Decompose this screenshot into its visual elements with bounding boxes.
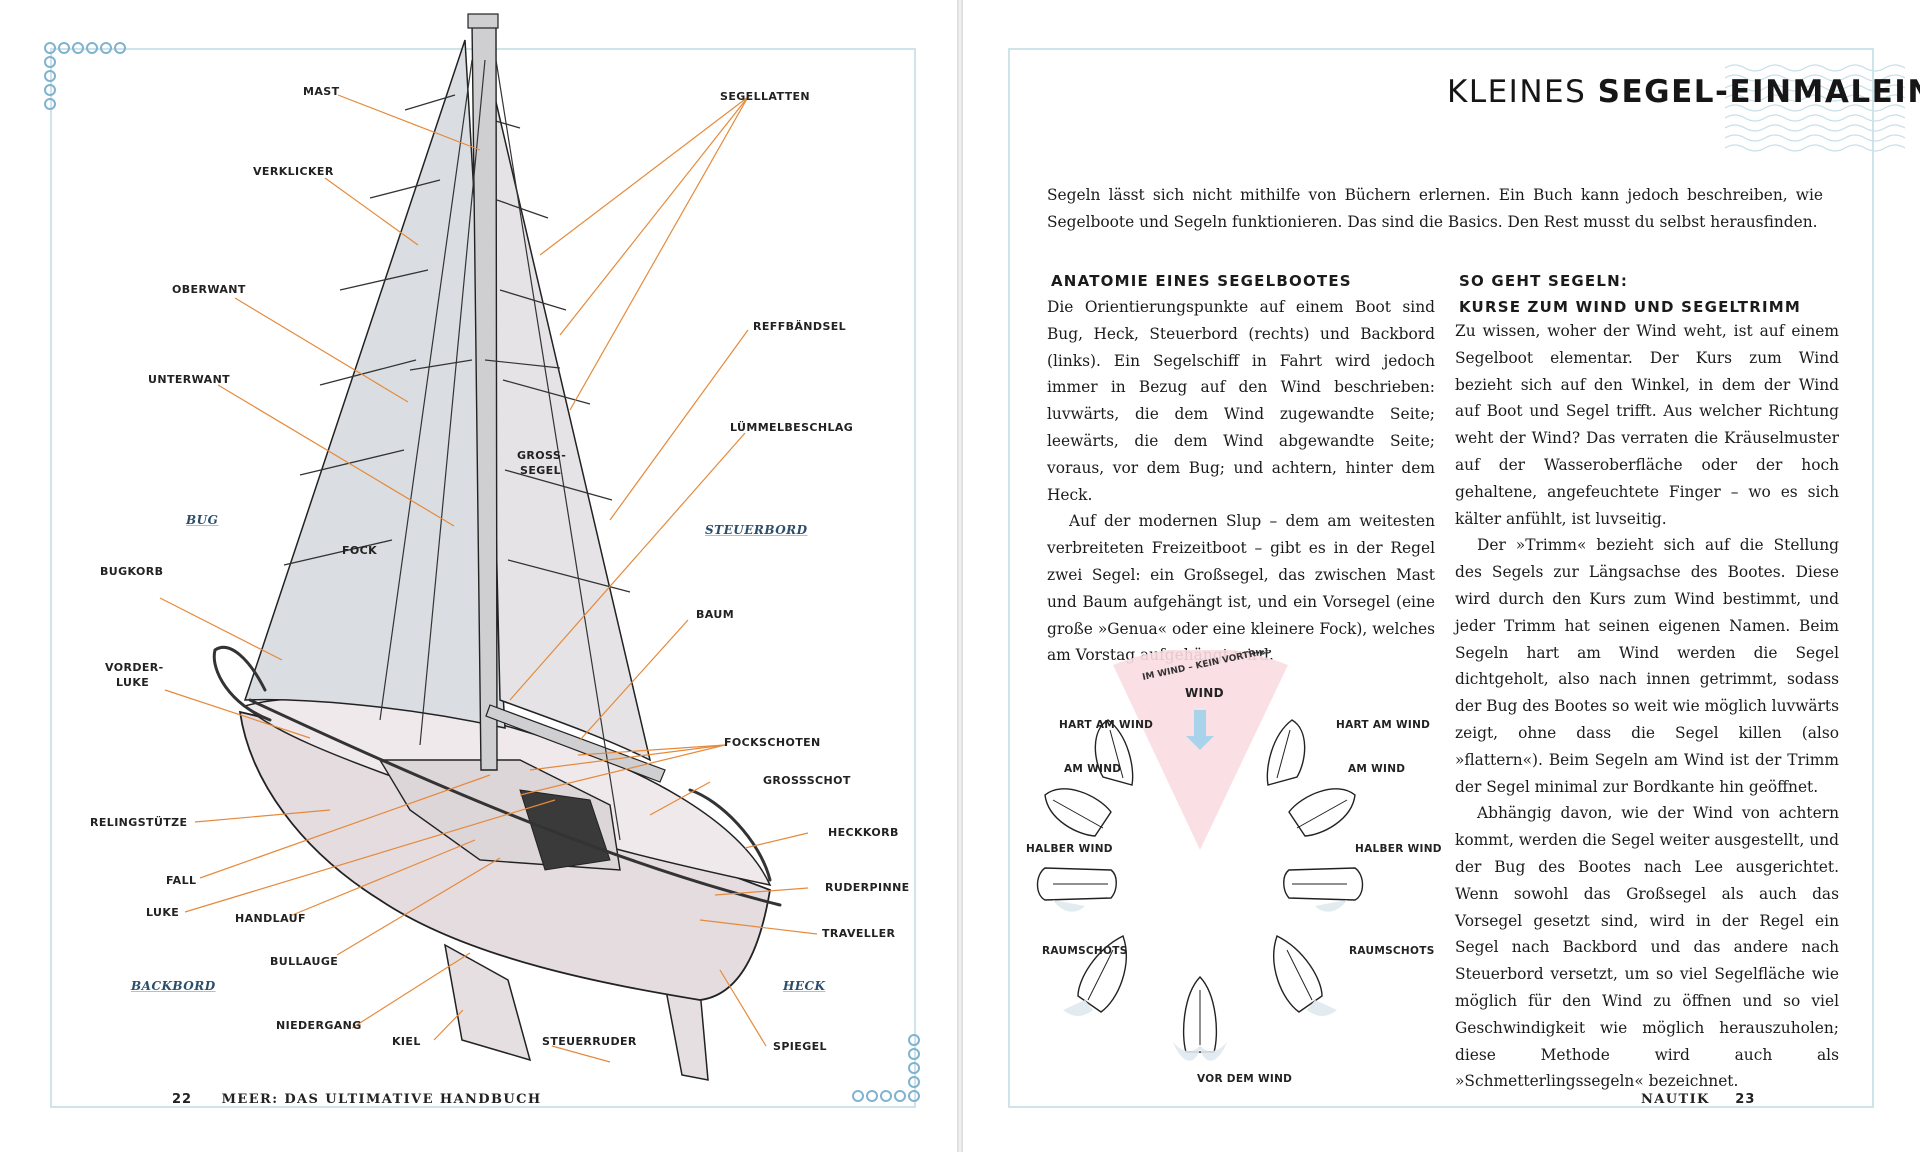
wind-course-diagram: IM WIND – KEIN VORTRIEB	[1036, 650, 1364, 1061]
label-baum: BAUM	[696, 608, 735, 621]
direction-steuerbord: STEUERBORD	[705, 523, 808, 537]
label-grosssegel-line1: GROSS-	[517, 449, 567, 462]
label-verklicker: VERKLICKER	[253, 165, 334, 178]
label-halber-wind-right: HALBER WIND	[1355, 843, 1442, 855]
label-fockschoten: FOCKSCHOTEN	[724, 736, 821, 749]
jib-sail	[243, 39, 506, 729]
label-segellatten: SEGELLATTEN	[720, 90, 811, 103]
label-handlauf: HANDLAUF	[235, 912, 306, 925]
label-bullauge: BULLAUGE	[270, 955, 339, 968]
label-relingstuetze: RELINGSTÜTZE	[90, 816, 188, 829]
left-page: MAST VERKLICKER OBERWANT UNTERWANT BUG B…	[0, 0, 957, 1152]
label-wind: WIND	[1185, 686, 1224, 700]
label-ruderpinne: RUDERPINNE	[825, 881, 910, 894]
page-frame	[1008, 48, 1874, 1108]
label-am-wind-right: AM WIND	[1348, 763, 1406, 775]
col2-body: Zu wissen, woher der Wind weht, ist auf …	[1455, 318, 1839, 1095]
label-unterwant: UNTERWANT	[148, 373, 231, 386]
label-vorderluke-line1: VORDER-	[105, 661, 164, 674]
col1-paragraph-2: Auf der modernen Slup – dem am weitesten…	[1047, 512, 1435, 665]
keel	[443, 943, 532, 1062]
label-raumschots-left: RAUMSCHOTS	[1042, 945, 1128, 957]
section-title: NAUTIK	[1641, 1092, 1710, 1107]
col2-heading-line1: SO GEHT SEGELN:	[1459, 272, 1629, 290]
label-fall: FALL	[166, 874, 197, 887]
label-spiegel: SPIEGEL	[773, 1040, 827, 1053]
col1-body: Die Orientierungspunkte auf einem Boot s…	[1047, 294, 1435, 669]
label-heckkorb: HECKKORB	[828, 826, 899, 839]
chain-ornament-bottom-right	[852, 1034, 920, 1102]
page-title: KLEINES SEGEL-EINMALEINS	[1447, 74, 1920, 110]
right-page: KLEINES SEGEL-EINMALEINS Segeln lässt si…	[963, 0, 1920, 1152]
page-number: 23	[1735, 1092, 1756, 1107]
sailboat-illustration	[212, 13, 782, 1081]
col2-paragraph-2: Der »Trimm« bezieht sich auf die Stellun…	[1455, 536, 1839, 796]
col1-paragraph-1: Die Orientierungspunkte auf einem Boot s…	[1047, 298, 1435, 504]
label-luemmelbeschlag: LÜMMELBESCHLAG	[730, 421, 854, 434]
label-hart-am-wind-right: HART AM WIND	[1336, 719, 1431, 731]
chain-ornament-top-left	[44, 42, 126, 110]
label-grosssegel-line2: SEGEL	[520, 464, 561, 477]
no-go-zone	[1113, 650, 1288, 850]
label-luke: LUKE	[146, 906, 180, 919]
label-hart-am-wind-left: HART AM WIND	[1059, 719, 1154, 731]
label-halber-wind-left: HALBER WIND	[1026, 843, 1113, 855]
wind-arrow	[1186, 710, 1214, 750]
intro-paragraph: Segeln lässt sich nicht mithilfe von Büc…	[1047, 186, 1823, 231]
label-bugkorb: BUGKORB	[100, 565, 164, 578]
label-am-wind-left: AM WIND	[1064, 763, 1122, 775]
leader-lines	[159, 94, 818, 1063]
label-oberwant: OBERWANT	[172, 283, 246, 296]
folio-left: 22 MEER: DAS ULTIMATIVE HANDBUCH	[172, 1092, 542, 1107]
companionway	[519, 789, 611, 871]
label-vorderluke-line2: LUKE	[116, 676, 150, 689]
label-vor-dem-wind: VOR DEM WIND	[1197, 1073, 1293, 1085]
wave-pattern	[1725, 64, 1905, 152]
col2-heading-line2: KURSE ZUM WIND UND SEGELTRIMM	[1459, 298, 1802, 316]
label-kiel: KIEL	[392, 1035, 421, 1048]
label-raumschots-right: RAUMSCHOTS	[1349, 945, 1435, 957]
label-mast: MAST	[303, 85, 340, 98]
main-sail	[484, 54, 652, 762]
col1-heading: ANATOMIE EINES SEGELBOOTES	[1051, 272, 1352, 290]
label-niedergang: NIEDERGANG	[276, 1019, 362, 1032]
book-title: MEER: DAS ULTIMATIVE HANDBUCH	[221, 1092, 542, 1107]
book-gutter	[957, 0, 963, 1152]
label-reffbaendsel: REFFBÄNDSEL	[753, 320, 847, 333]
direction-bug: BUG	[186, 513, 219, 527]
page-number: 22	[172, 1092, 193, 1107]
direction-backbord: BACKBORD	[131, 979, 216, 993]
label-traveller: TRAVELLER	[822, 927, 896, 940]
label-fock: FOCK	[342, 544, 378, 557]
label-steuerruder: STEUERRUDER	[542, 1035, 637, 1048]
col2-paragraph-1: Zu wissen, woher der Wind weht, ist auf …	[1455, 322, 1839, 528]
label-grossschot: GROSSSCHOT	[763, 774, 851, 787]
direction-heck: HECK	[783, 979, 826, 993]
boom	[485, 704, 666, 783]
col2-paragraph-3: Abhängig davon, wie der Wind von achtern…	[1455, 804, 1839, 1091]
folio-right: NAUTIK 23	[1641, 1092, 1755, 1107]
